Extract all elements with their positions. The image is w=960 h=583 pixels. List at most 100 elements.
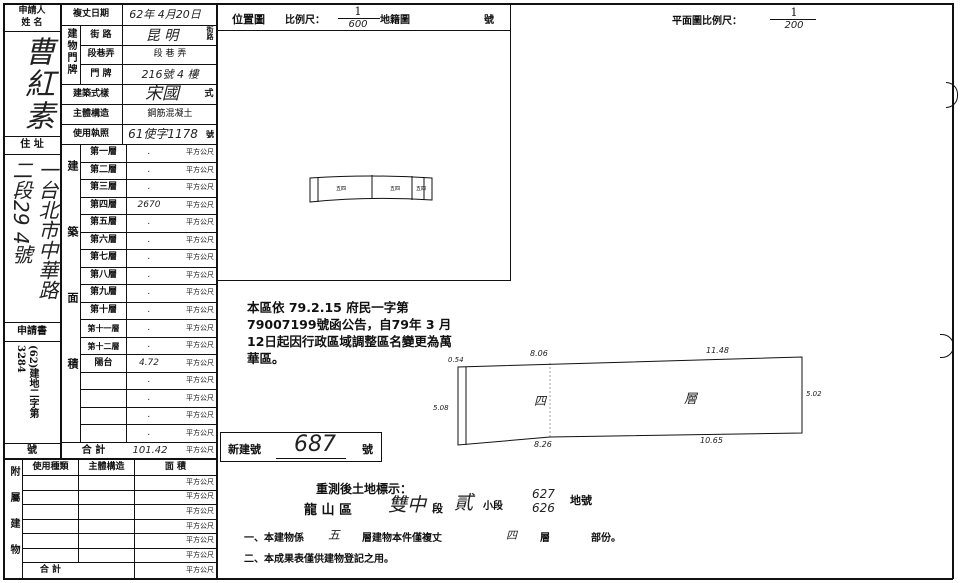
lane-value: 段 巷 弄: [153, 49, 187, 59]
svg-text:五四: 五四: [336, 186, 346, 192]
land-title: 重測後土地標示：: [316, 482, 413, 496]
annex-row-unit: 平方公尺: [186, 492, 214, 501]
annex-row-unit: 平方公尺: [186, 477, 214, 486]
floor-row-value: .: [147, 182, 151, 193]
floor-row-unit: 平方公尺: [186, 165, 214, 174]
floor-row-unit: 平方公尺: [186, 358, 214, 367]
new-building-suffix: 號: [362, 443, 373, 456]
floor-row-label: 第二層: [89, 164, 117, 175]
note1-mid: 層建物本件僅複丈: [362, 533, 442, 544]
floor-row-value: .: [147, 287, 151, 298]
floor-row-value: .: [147, 234, 151, 245]
new-building-box: [220, 432, 382, 462]
floor-row-unit: 平方公尺: [186, 428, 214, 437]
floor-row-value: .: [147, 252, 151, 263]
binding-hole-mark: [946, 82, 958, 108]
floor-row-value: .: [147, 147, 151, 158]
floor-plan-title: 平面圖比例尺：: [672, 16, 742, 27]
parcel-label: 地籍圖: [380, 15, 410, 26]
land-plot-1: 627: [532, 487, 555, 501]
applicant-name-label-1: 申請人: [18, 5, 46, 16]
location-scale-den: 600: [348, 19, 368, 30]
location-scale-num: 1: [354, 5, 362, 18]
annex-col-area: 面 積: [164, 461, 187, 472]
land-section-hand: 貳: [454, 492, 474, 514]
floor-row-unit: 平方公尺: [186, 200, 214, 209]
floor-row-unit: 平方公尺: [186, 218, 214, 227]
floor-row-label: 陽台: [94, 357, 113, 368]
floor-row-label: 第六層: [89, 234, 117, 245]
floor-row-value: .: [147, 269, 151, 280]
floor-row-unit: 平方公尺: [186, 183, 214, 192]
annex-total-unit: 平方公尺: [186, 565, 214, 574]
parcel-suffix: 號: [484, 15, 494, 26]
land-district-hand: 雙中: [388, 494, 427, 516]
frame-left: [3, 3, 5, 579]
dim-right: 5.02: [806, 390, 822, 398]
note1-prefix: 一、本建物係: [244, 533, 304, 544]
annex-row-unit: 平方公尺: [186, 550, 214, 559]
svg-text:五四: 五四: [416, 186, 426, 192]
new-building-label: 新建號: [228, 443, 261, 456]
lane-label: 段巷弄: [87, 49, 115, 59]
floor-row-value: .: [147, 305, 151, 315]
floor-row-value: .: [147, 340, 151, 351]
frame-right: [952, 3, 954, 579]
note1-floor: 四: [506, 529, 517, 542]
annex-total-label: 合 計: [39, 564, 62, 575]
note2: 二、本成果表僅供建物登記之用。: [244, 554, 394, 565]
dim-bottom-right: 10.65: [700, 436, 723, 445]
license-value: 61使字1178: [128, 127, 198, 141]
land-section-label: 段: [432, 502, 443, 515]
floor-row-unit: 平方公尺: [186, 288, 214, 297]
floor-row-label: [81, 372, 126, 390]
floor-row-unit: 平方公尺: [186, 393, 214, 402]
location-plan-sketch: 五四 五四 五四: [309, 175, 433, 203]
floor-row-value: 4.72: [138, 357, 160, 368]
frame-bottom: [3, 578, 953, 580]
note1-floors: 五: [328, 528, 341, 542]
floor-row-unit: 平方公尺: [186, 376, 214, 385]
district-notice: 本區依 79.2.15 府民一字第79007199號函公告，自79年 3 月12…: [247, 300, 452, 366]
floor-row-label: [81, 407, 126, 425]
floor-row-label: 第三層: [89, 182, 117, 193]
application-number: (62)建地二字第 3284: [15, 345, 38, 419]
land-subsection-label: 小段: [483, 501, 503, 512]
number-value: 216號 4 樓: [141, 67, 199, 81]
floor-plan-scale-num: 1: [790, 6, 798, 19]
location-map-title: 位置圖: [232, 13, 265, 26]
survey-date-value: 62年 4月20日: [129, 7, 201, 21]
floor-row-label: [81, 424, 126, 442]
plan-label-right: 層: [684, 392, 698, 407]
street-label: 街 路: [90, 30, 112, 40]
dim-bottom-left: 8.26: [534, 440, 552, 449]
floor-row-value: .: [147, 217, 151, 228]
table-right-border: [216, 3, 218, 579]
street-suffix: 街路: [206, 26, 215, 40]
annex-col-use: 使用種類: [32, 461, 69, 472]
style-value: 宋國: [145, 84, 179, 104]
note1-floor-suffix: 層: [540, 533, 550, 544]
number-label: 門 牌: [90, 68, 112, 79]
floor-row-unit: 平方公尺: [186, 235, 214, 244]
address-label: 住 址: [20, 139, 44, 150]
floor-row-value: .: [147, 392, 151, 403]
floor-row-unit: 平方公尺: [186, 341, 214, 350]
street-value: 昆 明: [145, 27, 179, 44]
dim-top-right: 11.48: [706, 346, 729, 355]
floors-total-label: 合 計: [81, 444, 106, 456]
floor-row-value: 2670: [137, 199, 161, 210]
floor-plan-drawing: [457, 356, 803, 446]
survey-date-label: 複丈日期: [72, 8, 109, 19]
col-applicant-border: [60, 3, 62, 458]
floor-row-unit: 平方公尺: [186, 253, 214, 262]
license-label: 使用執照: [72, 128, 109, 139]
annex-group-label: 附屬建物: [8, 466, 19, 570]
frame-top: [3, 3, 953, 5]
floor-row-unit: 平方公尺: [186, 323, 214, 332]
plate-group-label: 建物門牌: [65, 28, 76, 76]
dim-top-left: 8.06: [530, 349, 548, 358]
floor-row-label: [81, 389, 126, 407]
style-label: 建築式樣: [72, 89, 109, 99]
application-suffix: 號: [27, 444, 37, 456]
